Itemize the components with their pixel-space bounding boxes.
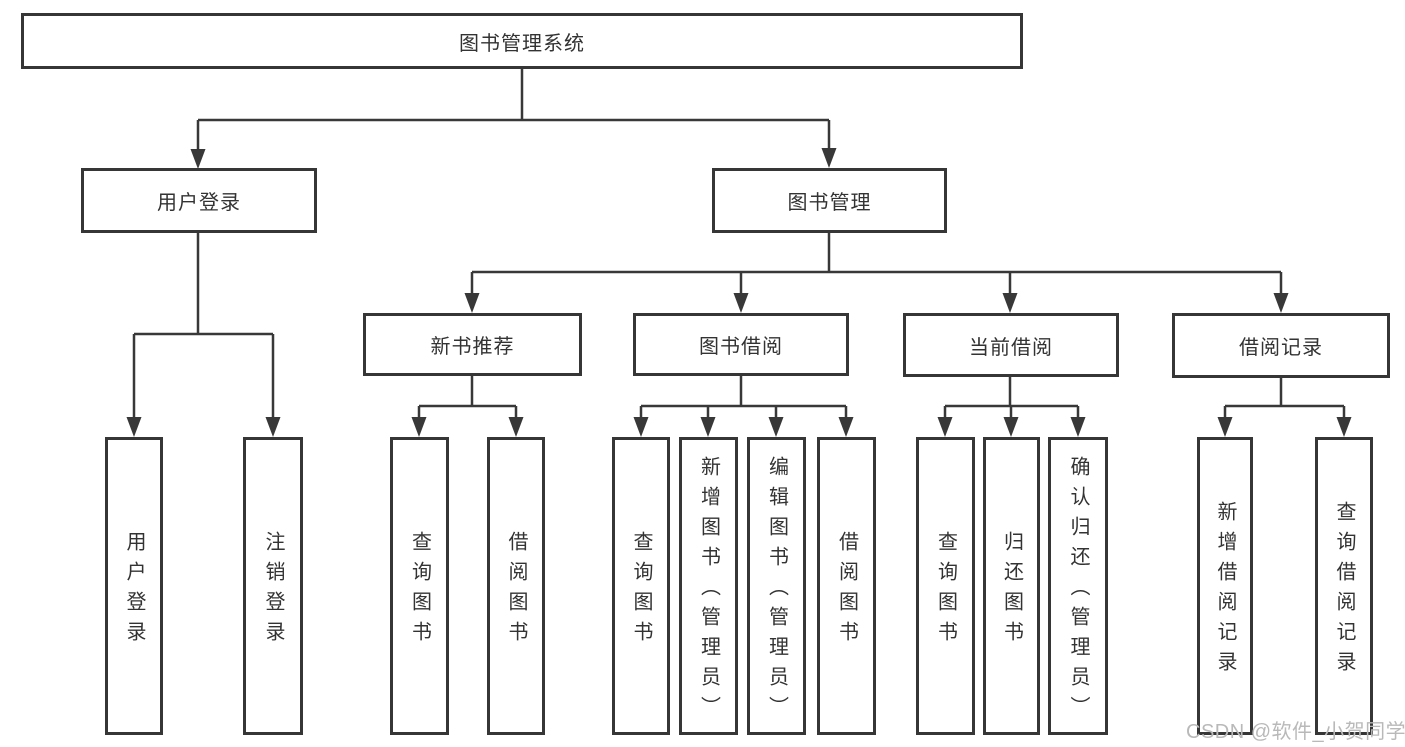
node-user-login-label: 用户登录 [157,192,241,214]
leaf-borrow-books: 借阅图书 [817,437,876,735]
node-book-borrow-label: 图书借阅 [699,336,783,358]
leaf-user-login-label: 用户登录 [123,531,145,651]
leaf-edit-books-admin-label: 编辑图书（管理员） [765,456,788,726]
leaf-add-borrow-record: 新增借阅记录 [1197,437,1253,735]
leaf-logout: 注销登录 [243,437,303,735]
node-new-book-recommend-label: 新书推荐 [430,336,515,358]
leaf-confirm-return-admin: 确认归还（管理员） [1048,437,1108,735]
node-user-login: 用户登录 [81,168,317,233]
leaf-query-borrow-record-label: 查询借阅记录 [1333,501,1355,681]
connector-login-branch [132,232,275,419]
node-book-management-label: 图书管理 [787,192,872,214]
connector-current-branch [943,376,1080,419]
node-root-label: 图书管理系统 [459,32,585,55]
node-current-borrow-label: 当前借阅 [969,336,1053,359]
leaf-borrow-books-label: 借阅图书 [835,531,858,651]
leaf-current-query-books: 查询图书 [916,437,975,735]
leaf-borrow-query-books: 查询图书 [612,437,670,735]
leaf-recommend-query-books: 查询图书 [390,437,449,735]
leaf-logout-label: 注销登录 [262,531,284,651]
leaf-return-books: 归还图书 [983,437,1040,735]
node-borrow-records: 借阅记录 [1172,313,1390,378]
arrowheads [126,148,1352,437]
connector-management-branch [470,233,1283,295]
node-book-management: 图书管理 [712,168,947,233]
connector-records-branch [1223,377,1346,419]
leaf-recommend-borrow-books-label: 借阅图书 [505,531,527,651]
leaf-add-borrow-record-label: 新增借阅记录 [1214,501,1236,681]
csdn-watermark: CSDN @软件_小贺同学 [1186,721,1405,743]
leaf-current-query-books-label: 查询图书 [934,531,957,651]
node-new-book-recommend: 新书推荐 [363,313,582,376]
leaf-query-borrow-record: 查询借阅记录 [1315,437,1373,735]
leaf-add-books-admin: 新增图书（管理员） [679,437,738,735]
leaf-recommend-borrow-books: 借阅图书 [487,437,545,735]
leaf-add-books-admin-label: 新增图书（管理员） [697,456,720,726]
connector-borrow-branch [639,374,848,419]
leaf-recommend-query-books-label: 查询图书 [408,531,431,651]
leaf-confirm-return-admin-label: 确认归还（管理员） [1067,456,1089,726]
leaf-edit-books-admin: 编辑图书（管理员） [747,437,806,735]
connector-root [196,69,831,151]
node-root: 图书管理系统 [21,13,1023,69]
leaf-borrow-query-books-label: 查询图书 [630,531,652,651]
leaf-return-books-label: 归还图书 [1000,531,1023,651]
node-borrow-records-label: 借阅记录 [1239,337,1323,359]
node-current-borrow: 当前借阅 [903,313,1119,377]
leaf-user-login: 用户登录 [105,437,163,735]
node-book-borrow: 图书借阅 [633,313,849,376]
connector-recommend-branch [417,374,518,419]
